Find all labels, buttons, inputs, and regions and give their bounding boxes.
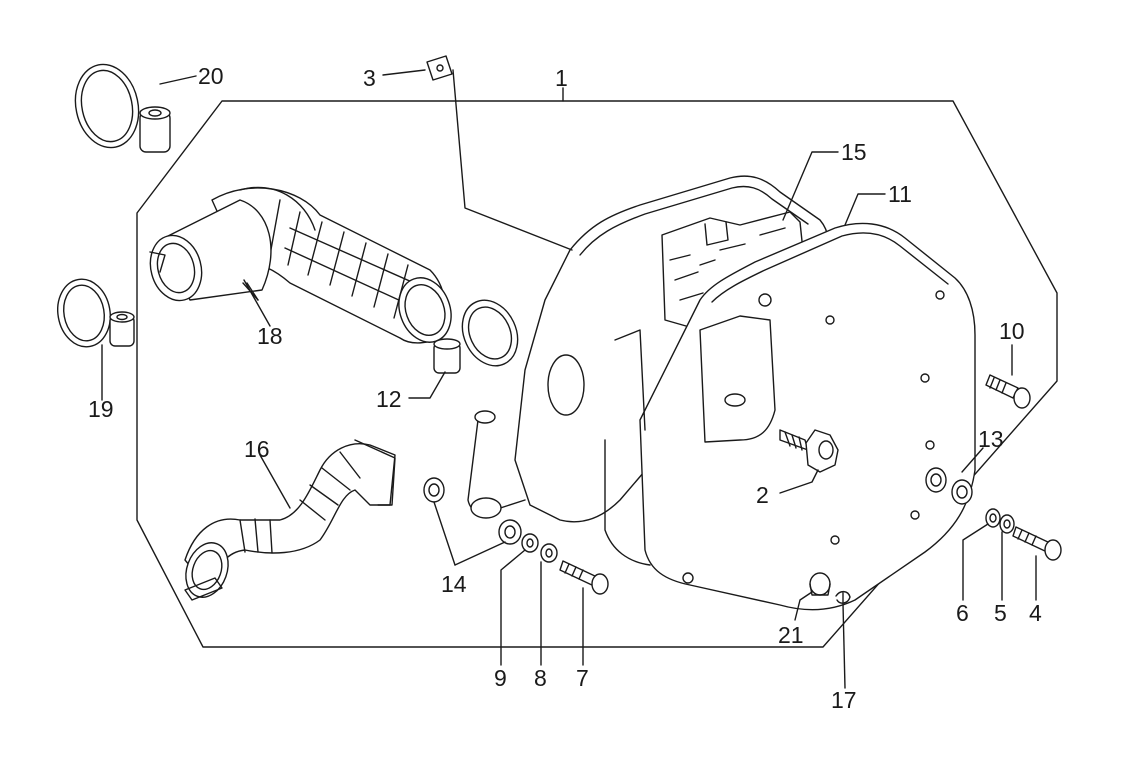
callout-16: 16 — [244, 436, 270, 462]
callout-8: 8 — [534, 665, 547, 691]
callout-14: 14 — [441, 571, 467, 597]
screw-10 — [985, 374, 1031, 409]
assembly-boundary — [136, 100, 1058, 648]
callout-9: 9 — [494, 665, 507, 691]
grommet-14b — [498, 519, 522, 545]
callout-5: 5 — [994, 600, 1007, 626]
callout-4: 4 — [1029, 600, 1042, 626]
callout-19: 19 — [88, 396, 114, 422]
clip-3 — [426, 55, 453, 81]
clip-17 — [835, 590, 851, 604]
washer-5 — [999, 514, 1015, 534]
hose-clamp-19 — [57, 278, 135, 348]
callout-1: 1 — [555, 65, 568, 91]
callout-11: 11 — [888, 181, 912, 207]
filter-housing-11 — [604, 222, 976, 611]
plug-21 — [809, 572, 831, 596]
grommet-14a — [423, 477, 445, 503]
washer-8 — [540, 543, 558, 563]
callout-17: 17 — [831, 687, 857, 713]
knob-2 — [779, 429, 839, 473]
callout-2: 2 — [756, 482, 769, 508]
bushing-13 — [925, 467, 973, 505]
washer-9 — [521, 533, 539, 553]
callout-18: 18 — [257, 323, 283, 349]
callout-3: 3 — [363, 65, 376, 91]
bolt-7 — [559, 560, 609, 595]
callout-21: 21 — [778, 622, 804, 648]
callout-12: 12 — [376, 386, 402, 412]
callout-10: 10 — [999, 318, 1025, 344]
intake-duct-18 — [149, 186, 452, 344]
callout-15: 15 — [841, 139, 867, 165]
drain-hose-16 — [184, 439, 396, 601]
callout-20: 20 — [198, 63, 224, 89]
hose-clamp-12 — [433, 299, 519, 374]
hose-clamp-20 — [74, 63, 171, 153]
callout-13: 13 — [978, 426, 1004, 452]
washer-6 — [985, 508, 1001, 528]
leader-lines — [101, 69, 1037, 689]
callout-7: 7 — [576, 665, 589, 691]
filter-element — [661, 211, 806, 331]
bolt-4 — [1012, 526, 1062, 561]
callout-6: 6 — [956, 600, 969, 626]
